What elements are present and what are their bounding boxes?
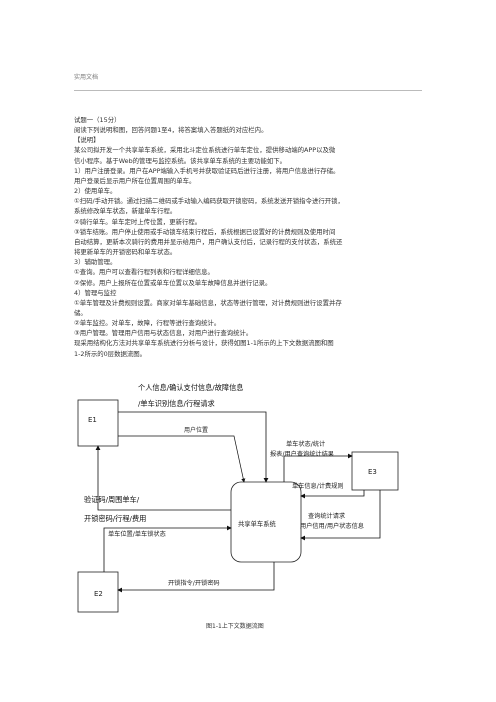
text-line: ②单车监控。对单车，故障，行程等进行查询统计。 — [74, 319, 221, 328]
text-line: 1-2所示的0层数据流图。 — [74, 349, 147, 358]
flow-label: 单车信息/计费规则 — [292, 482, 344, 490]
text-line: ③用户管理。管理用户信用与状态信息，对用户进行查询统计。 — [74, 329, 253, 338]
flow-e1-to-system-line — [118, 411, 269, 483]
system-process-label: 共享单车系统 — [238, 519, 276, 528]
entity-e1-box — [77, 399, 119, 447]
text-line: 某公司拟开发一个共享单车系统，采用北斗定位系统进行单车定位，提供移动端的APP以… — [74, 146, 336, 155]
flow-e3-to-system-line-2 — [300, 490, 381, 541]
flow-label: 开锁指令/开锁密码 — [168, 579, 220, 587]
flow-e3-to-system-line-1 — [300, 490, 365, 499]
flow-label: 个人信息/确认支付信息/故障信息 — [138, 383, 243, 392]
flow-label: /单车识别信息/行程请求 — [138, 399, 215, 408]
flow-label: 开锁密码/行程/费用 — [84, 514, 146, 523]
entity-e2-box — [77, 571, 119, 613]
entity-e3-label: E3 — [368, 468, 377, 476]
text-line: 3）辅助管理。 — [74, 258, 117, 267]
flow-e2-to-system-line — [103, 525, 232, 572]
text-line: ①查询。用户可以查看行程列表和行程详细信息。 — [74, 268, 214, 277]
flow-label: 用户位置 — [184, 426, 208, 434]
header-divider — [74, 90, 422, 91]
text-line: 2）使用单车。 — [74, 187, 117, 196]
entity-e3-box — [351, 451, 399, 491]
text-line: ①扫码/手动开锁。通过扫描二维码或手动输入编码获取开锁密码，系统发送开锁指令进行… — [74, 197, 344, 206]
text-line: 自动结算，更新本次骑行的费用并显示给用户，用户确认支付后，记录行程的支付状态，系… — [74, 237, 343, 246]
text-line: 4）管理与监控 — [74, 288, 117, 297]
entity-e1-label: E1 — [88, 416, 97, 424]
text-line: ③锁车结账。用户停止使用或手动锁车结束行程后，系统根据已设置好的计费规则及使用时… — [74, 227, 336, 236]
question-text: 试题一（15分） 阅读下列说明和图，回答问题1至4，将答案填入答题纸的对应栏内。… — [74, 115, 424, 359]
flow-label: 单车状态/统计 — [286, 440, 325, 448]
flow-label: 验证码/周围单车/ — [84, 495, 140, 504]
text-line: 将更新单车的开锁密码和单车状态。 — [74, 248, 177, 257]
flow-user-location-line — [118, 435, 246, 483]
flow-system-to-e3-line — [283, 453, 353, 482]
flow-label: 查询统计请求 — [308, 512, 345, 520]
text-line: 系统修改单车状态，新建单车行程。 — [74, 207, 177, 216]
flow-label: 报表/用户查询统计结果 — [270, 450, 334, 458]
context-data-flow-diagram: E1 E3 E2 共享单车系统 个人信息/确认支付信息/故障信息 /单车识别信息… — [77, 383, 399, 613]
text-line: 【说明】 — [74, 136, 100, 145]
text-line: 试题一（15分） — [74, 116, 121, 124]
flow-label: 用户信用/用户状态信息 — [300, 522, 364, 530]
entity-e2-label: E2 — [94, 590, 103, 598]
flow-system-to-e1-line — [95, 445, 231, 511]
flow-label: 单车位置/单车锁状态 — [108, 530, 166, 538]
text-line: 储。 — [74, 308, 87, 317]
text-line: 1）用户注册登录。用户在APP端输入手机号并获取验证码后进行注册，将用户信息进行… — [74, 166, 340, 175]
text-line: 现采用结构化方法对共享单车系统进行分析与设计，获得如图1-1所示的上下文数据流图… — [74, 339, 334, 348]
text-line: 信小程序。基于Web的管理与监控系统。该共享单车系统的主要功能如下。 — [74, 156, 287, 165]
text-line: 用户登录后显示用户所在位置周围的单车。 — [74, 176, 196, 185]
page-header-label: 实用文档 — [74, 74, 99, 81]
text-line: ②保修。用户上报所在位置或单车位置以及单车故障信息并进行记录。 — [74, 278, 272, 287]
text-line: ②骑行单车。单车定时上传位置，更新行程。 — [74, 217, 202, 226]
text-line: 阅读下列说明和图，回答问题1至4，将答案填入答题纸的对应栏内。 — [74, 126, 268, 135]
figure-caption: 图1-1上下文数据流图 — [206, 623, 264, 630]
text-line: ①单车管理及计费规则设置。商家对单车基础信息，状态等进行管理，对计费规则进行设置… — [74, 298, 342, 307]
flow-system-to-e2-line — [117, 562, 275, 593]
